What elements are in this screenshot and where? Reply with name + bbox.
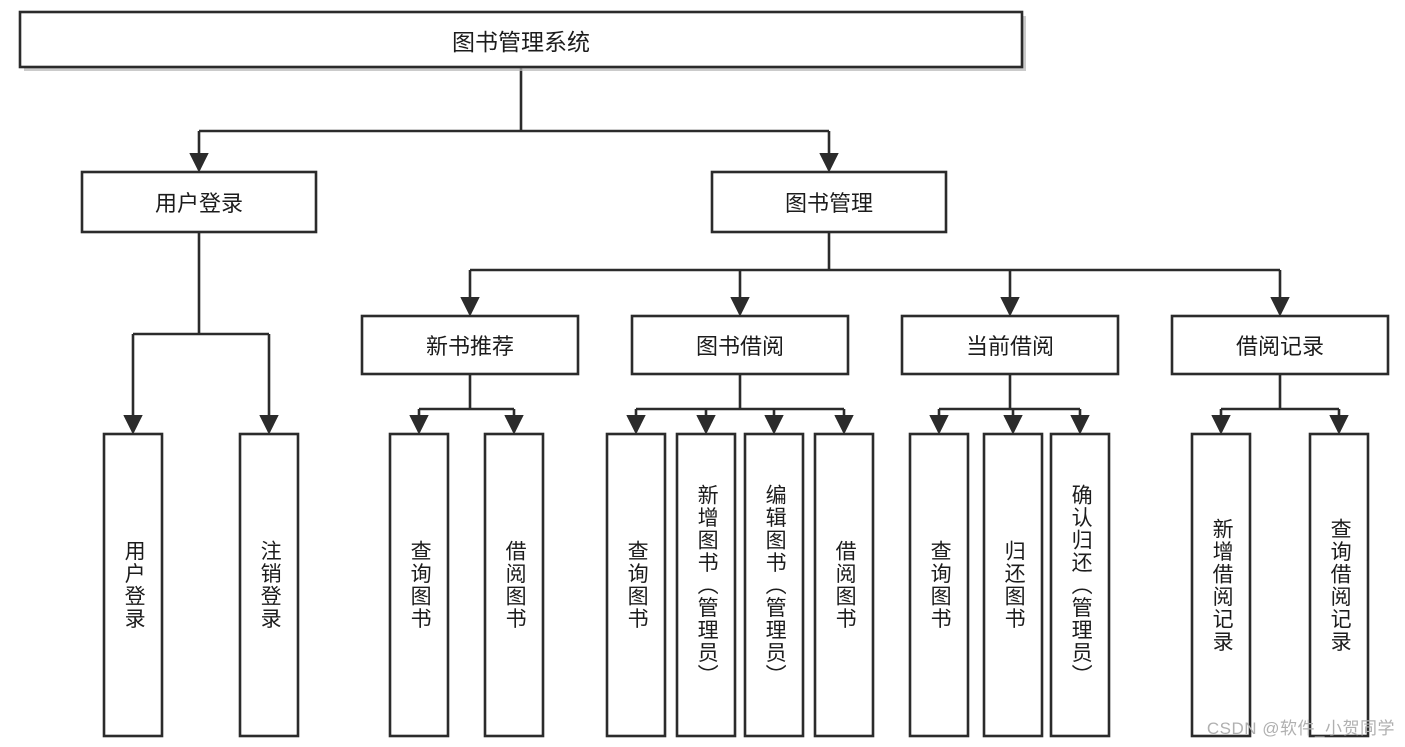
node-user-login[interactable]	[80, 170, 318, 234]
node-leaf-confirm-return[interactable]	[1049, 432, 1111, 738]
node-current-borrow[interactable]	[900, 314, 1120, 376]
node-leaf-query-record[interactable]	[1308, 432, 1370, 738]
node-leaf-return-book[interactable]	[982, 432, 1044, 738]
watermark-text: CSDN @软件_小贺同学	[1206, 719, 1395, 738]
node-leaf-borrow-book-1[interactable]	[483, 432, 545, 738]
node-leaf-query-book-3[interactable]	[908, 432, 970, 738]
node-leaf-borrow-book-2[interactable]	[813, 432, 875, 738]
node-book-manage[interactable]	[710, 170, 948, 234]
node-leaf-edit-book[interactable]	[743, 432, 805, 738]
node-leaf-logout[interactable]	[238, 432, 300, 738]
node-layer	[18, 10, 1390, 738]
node-borrow-record[interactable]	[1170, 314, 1390, 376]
node-leaf-query-book-1[interactable]	[388, 432, 450, 738]
node-book-borrow[interactable]	[630, 314, 850, 376]
node-leaf-add-book[interactable]	[675, 432, 737, 738]
connector-layer	[123, 67, 1349, 435]
node-leaf-user-login[interactable]	[102, 432, 164, 738]
node-leaf-add-record[interactable]	[1190, 432, 1252, 738]
node-root[interactable]	[18, 10, 1024, 69]
node-new-book-recommend[interactable]	[360, 314, 580, 376]
node-leaf-query-book-2[interactable]	[605, 432, 667, 738]
